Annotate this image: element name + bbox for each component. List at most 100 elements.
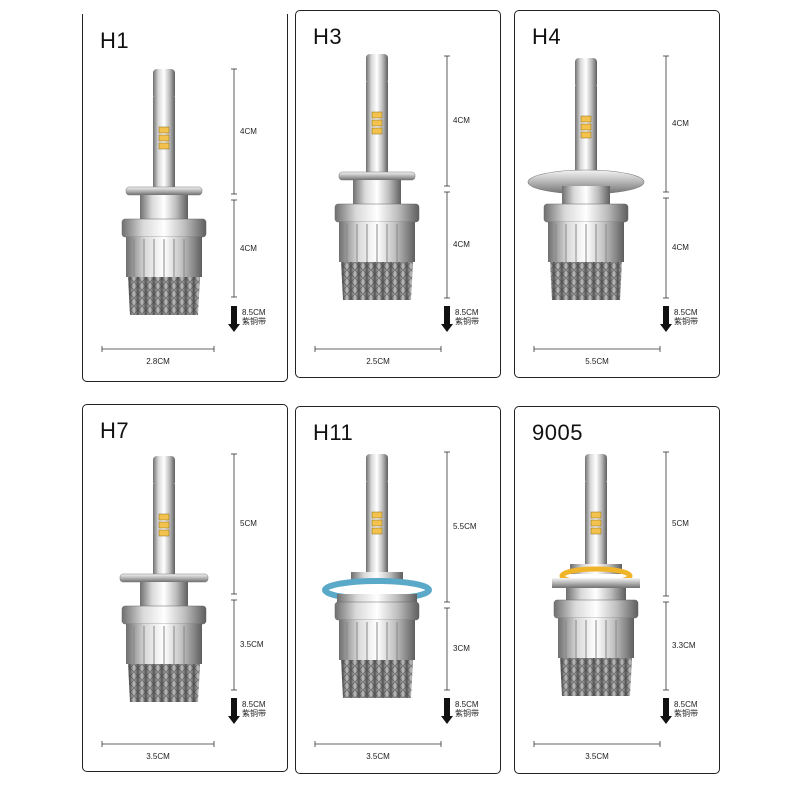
copper-length-label: 8.5CM	[455, 700, 479, 709]
panel-frame	[514, 10, 720, 378]
copper-length-label: 8.5CM	[674, 308, 698, 317]
copper-band-label: 紫铜带	[674, 317, 698, 326]
copper-braid	[560, 658, 632, 696]
copper-arrow-shaft	[663, 698, 669, 716]
bulb-tip	[575, 58, 597, 88]
bulb-neck	[566, 588, 626, 602]
bulb-neck	[140, 582, 188, 608]
middle-dimension-label: 4CM	[672, 243, 689, 252]
led-bulb-illustration	[121, 69, 207, 315]
copper-braid	[341, 660, 413, 698]
bulb-neck	[353, 180, 401, 206]
copper-arrow-shaft	[663, 306, 669, 324]
radiator-collar	[121, 605, 207, 625]
bulb-drawing	[101, 68, 240, 352]
radiator-collar	[553, 599, 639, 619]
led-chip	[158, 529, 170, 537]
middle-dimension-label: 3CM	[453, 644, 470, 653]
panel-frame	[82, 14, 288, 382]
bulb-flange	[338, 171, 416, 181]
copper-band-label: 紫铜带	[242, 709, 266, 718]
bulb-tip	[585, 454, 607, 484]
bulb-drawing	[314, 54, 453, 352]
width-dimension-label: 2.8CM	[146, 357, 170, 366]
width-dimension-label: 5.5CM	[585, 357, 609, 366]
bulb-neck	[140, 195, 188, 221]
middle-dimension-label: 3.5CM	[240, 640, 264, 649]
bulb-shaft	[585, 482, 607, 572]
copper-arrow-head	[660, 716, 672, 724]
bulb-shaft	[575, 86, 597, 176]
radiator-collar	[543, 203, 629, 223]
bulb-tip	[366, 454, 388, 484]
copper-arrow-shaft	[444, 698, 450, 716]
panel-frame	[82, 404, 288, 772]
copper-arrow-shaft	[444, 306, 450, 324]
radiator-collar	[334, 203, 420, 223]
bulb-drawing	[101, 453, 240, 747]
top-dimension-label: 5CM	[672, 519, 689, 528]
bulb-flange	[552, 578, 640, 588]
copper-arrow-shaft	[231, 698, 237, 716]
bulb-title: H1	[100, 28, 130, 53]
led-bulb-illustration	[552, 454, 640, 696]
panel-frame	[514, 406, 720, 774]
led-chip	[371, 511, 383, 519]
copper-length-label: 8.5CM	[242, 308, 266, 317]
led-chip	[158, 134, 170, 142]
led-chip	[580, 115, 592, 123]
width-dimension-label: 3.5CM	[146, 752, 170, 761]
copper-arrow-head	[441, 716, 453, 724]
copper-arrow-head	[228, 324, 240, 332]
led-chip	[371, 119, 383, 127]
copper-band-label: 紫铜带	[674, 709, 698, 718]
top-dimension-label: 5CM	[240, 519, 257, 528]
copper-arrow-head	[660, 324, 672, 332]
middle-dimension-label: 4CM	[240, 243, 257, 253]
radiator-collar	[121, 218, 207, 238]
led-chip	[371, 111, 383, 119]
bulb-title: H3	[313, 24, 343, 49]
copper-braid	[128, 664, 200, 702]
copper-band-label: 紫铜带	[455, 317, 479, 326]
led-chip	[158, 126, 170, 134]
led-chip	[580, 123, 592, 131]
led-chip	[590, 511, 602, 519]
width-dimension-label: 3.5CM	[366, 752, 390, 761]
led-chip	[158, 521, 170, 529]
bulb-flange	[125, 186, 203, 196]
bulb-title: 9005	[532, 420, 583, 445]
bulb-tip	[153, 69, 175, 99]
led-bulb-illustration	[527, 58, 645, 300]
bulb-shaft	[153, 484, 175, 574]
bulb-neck	[562, 186, 610, 206]
copper-length-label: 8.5CM	[242, 700, 266, 709]
bulb-shaft	[366, 482, 388, 572]
panel-frame	[295, 10, 501, 378]
led-chip	[158, 142, 170, 150]
top-dimension-label: 4CM	[672, 119, 689, 128]
bulb-title: H11	[313, 420, 354, 445]
copper-arrow-head	[441, 324, 453, 332]
middle-dimension-label: 3.3CM	[672, 641, 696, 650]
bulb-title: H7	[100, 418, 130, 443]
led-chip	[590, 527, 602, 535]
bulb-shaft	[366, 82, 388, 172]
led-bulb-illustration	[119, 456, 209, 702]
copper-braid	[341, 262, 413, 300]
bulb-neck	[337, 594, 417, 604]
led-chip	[158, 513, 170, 521]
copper-arrow-shaft	[231, 306, 237, 324]
bulb-tip	[153, 456, 175, 486]
led-chip	[590, 519, 602, 527]
led-bulb-illustration	[334, 54, 420, 300]
radiator-collar	[334, 601, 420, 621]
width-dimension-label: 2.5CM	[366, 357, 390, 366]
led-chip	[371, 127, 383, 135]
bulb-drawing	[533, 451, 672, 747]
copper-length-label: 8.5CM	[455, 308, 479, 317]
copper-length-label: 8.5CM	[674, 700, 698, 709]
copper-braid	[550, 262, 622, 300]
